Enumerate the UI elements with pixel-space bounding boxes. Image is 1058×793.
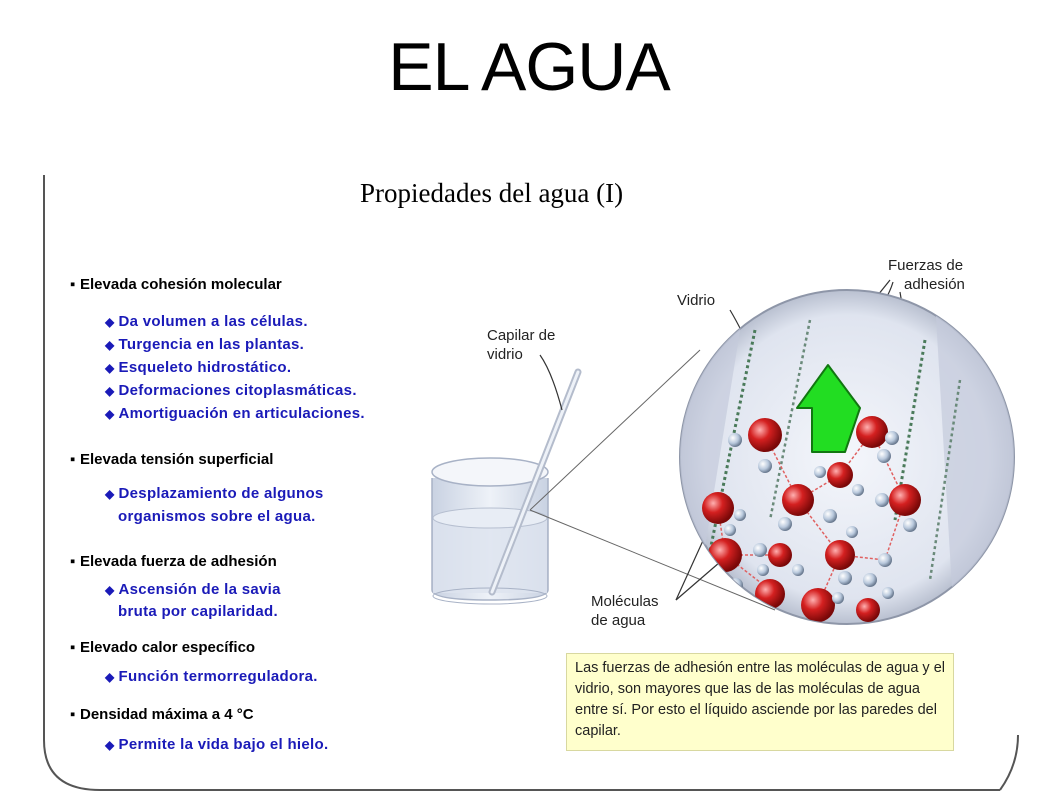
upward-arrow bbox=[796, 364, 861, 453]
label-capilar: Capilar de vidrio bbox=[487, 327, 556, 363]
property-item: ◆Da volumen a las células. bbox=[105, 313, 308, 330]
label-fuerzas-adhesion: Fuerzas de adhesión bbox=[888, 257, 965, 293]
property-heading-calor: ▪Elevado calor específico bbox=[70, 639, 256, 656]
property-item: ◆Función termorreguladora. bbox=[105, 668, 318, 685]
property-heading-densidad: ▪Densidad máxima a 4 °C bbox=[70, 706, 254, 723]
label-vidrio: Vidrio bbox=[677, 292, 716, 309]
water-molecules bbox=[702, 416, 921, 622]
property-item: ◆Permite la vida bajo el hielo. bbox=[105, 736, 329, 753]
property-item: bruta por capilaridad. bbox=[118, 603, 278, 620]
property-heading-adhesion: ▪Elevada fuerza de adhesión bbox=[70, 553, 277, 570]
property-item: ◆Deformaciones citoplasmáticas. bbox=[105, 382, 357, 399]
property-item: ◆Turgencia en las plantas. bbox=[105, 336, 305, 353]
magnified-view bbox=[679, 289, 1015, 625]
property-heading-tension: ▪Elevada tensión superficial bbox=[70, 451, 274, 468]
explanation-note: Las fuerzas de adhesión entre las molécu… bbox=[566, 653, 954, 751]
slide-title: EL AGUA bbox=[388, 29, 671, 105]
property-item: ◆Ascensión de la savia bbox=[105, 581, 281, 598]
property-item: ◆Amortiguación en articulaciones. bbox=[105, 405, 365, 422]
property-item: organismos sobre el agua. bbox=[118, 508, 316, 525]
property-heading-cohesion: ▪Elevada cohesión molecular bbox=[70, 276, 282, 293]
capillary-tube bbox=[488, 368, 582, 596]
panel-title: Propiedades del agua (I) bbox=[360, 178, 624, 208]
property-item: ◆Desplazamiento de algunos bbox=[105, 485, 324, 502]
property-item: ◆Esqueleto hidrostático. bbox=[105, 359, 292, 376]
label-moleculas: Moléculas de agua bbox=[591, 593, 659, 629]
beaker bbox=[431, 457, 549, 605]
